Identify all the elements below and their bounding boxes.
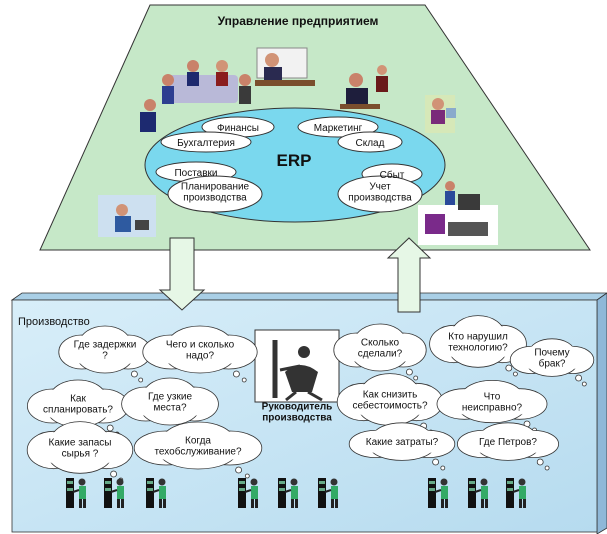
svg-text:Склад: Склад <box>356 138 385 149</box>
svg-text:Финансы: Финансы <box>217 123 259 134</box>
erp-module-label: Склад <box>356 138 385 149</box>
erp-module-accounting: Бухгалтерия <box>160 131 252 153</box>
erp-module-marketing: Маркетинг <box>297 116 379 138</box>
production-box-top <box>10 292 607 301</box>
office-meeting-icon <box>140 60 251 132</box>
erp-module-label: Бухгалтерия <box>177 138 235 149</box>
erp-module-warehouse: Склад <box>337 131 403 153</box>
production-box-side <box>596 292 607 534</box>
question-cloud: Где задержки? <box>58 325 152 383</box>
computer-operator-icon <box>425 95 456 133</box>
erp-module-label: Финансы <box>217 123 259 134</box>
question-text: Где Петров? <box>479 437 537 448</box>
manager-desk-icon <box>255 47 315 86</box>
svg-text:Маркетинг: Маркетинг <box>314 123 363 134</box>
phone-operator-icon <box>98 195 156 237</box>
down-arrow <box>158 237 206 311</box>
svg-text:Сбыт: Сбыт <box>380 169 405 181</box>
management-title: Управление предприятием <box>218 14 379 28</box>
erp-module-label: Поставки <box>174 168 217 179</box>
erp-module-label: Маркетинг <box>314 123 363 134</box>
desk-worker-icon <box>340 65 388 109</box>
svg-text:Поставки: Поставки <box>174 168 217 179</box>
question-cloud: Где Петров? <box>457 422 559 471</box>
svg-text:Бухгалтерия: Бухгалтерия <box>177 138 235 149</box>
question-text: Какие затраты? <box>366 437 439 448</box>
erp-module-label: Сбыт <box>380 169 405 181</box>
production-label: Производство <box>18 316 90 328</box>
production-manager-icon <box>254 329 340 403</box>
question-text: Где задержки? <box>74 340 137 362</box>
question-cloud: Какие затраты? <box>348 422 456 471</box>
computer-workstation-icon <box>418 181 498 245</box>
up-arrow <box>386 237 432 313</box>
erp-label: ERP <box>277 151 312 170</box>
